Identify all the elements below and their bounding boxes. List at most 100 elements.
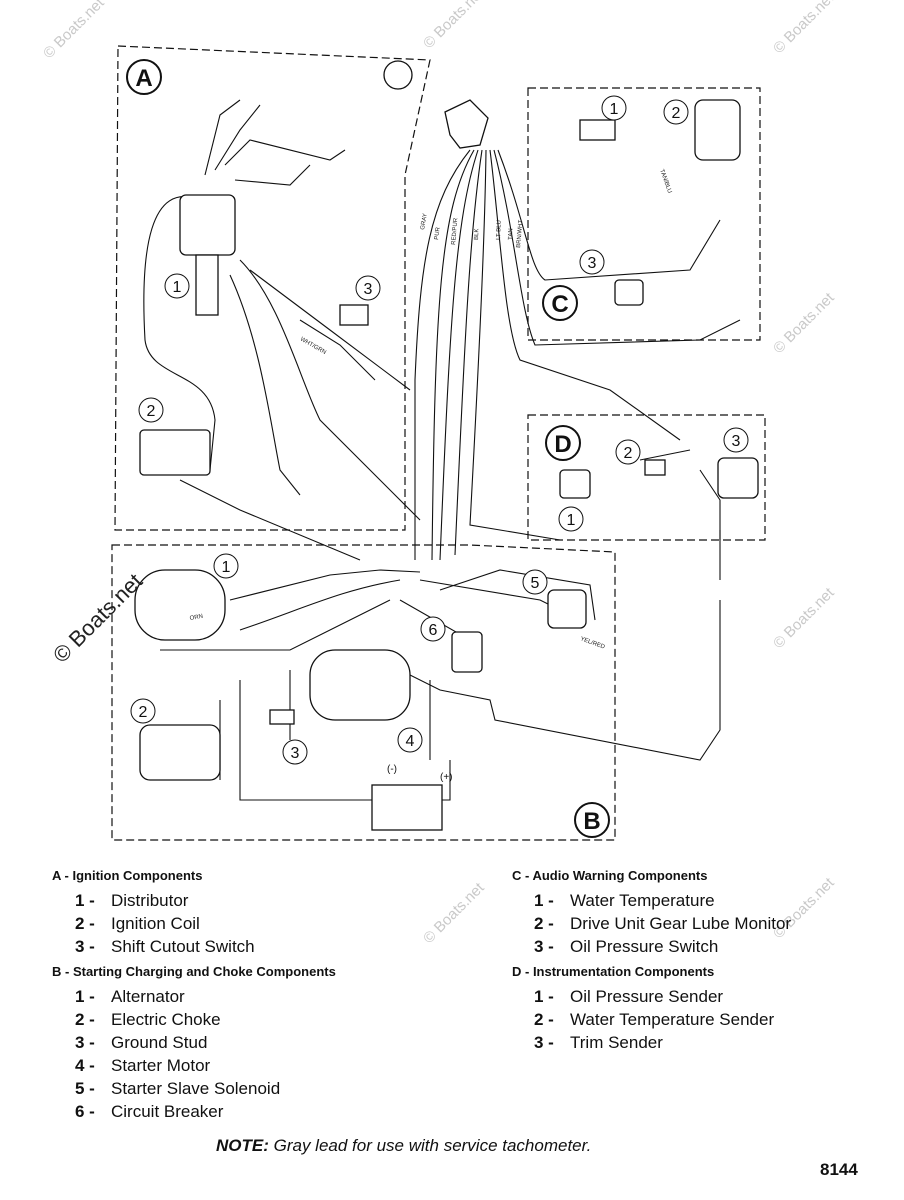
wire-label-red-pur: RED/PUR bbox=[451, 217, 459, 245]
wire-label-blk: BLK bbox=[474, 229, 480, 241]
item-label: Shift Cutout Switch bbox=[111, 937, 255, 956]
oil-pressure-switch-shape bbox=[614, 279, 644, 306]
service-note: NOTE: Gray lead for use with service tac… bbox=[216, 1136, 591, 1156]
oil-pressure-sender-shape bbox=[559, 469, 591, 499]
section-d-item-2: 2 -Water Temperature Sender bbox=[534, 1010, 774, 1030]
section-b-item-6: 6 - Circuit Breaker bbox=[75, 1102, 223, 1122]
watermark: © Boats.net bbox=[420, 879, 488, 948]
section-c-item-2: 2 - Drive Unit Gear Lube Monitor bbox=[534, 914, 791, 934]
wire-label-lt-blu: LT BLU bbox=[496, 220, 503, 240]
section-b-item-2: 2 - Electric Choke bbox=[75, 1010, 221, 1030]
figure-number: 8144 bbox=[820, 1160, 858, 1179]
circuit-breaker-shape bbox=[451, 631, 483, 673]
alternator-shape bbox=[134, 569, 226, 641]
callout-d3: 3 bbox=[732, 433, 741, 450]
item-num: 3 - bbox=[75, 1033, 95, 1052]
callout-b2: 2 bbox=[139, 704, 148, 721]
callout-b1: 1 bbox=[222, 559, 231, 576]
section-b-item-4: 4 - Starter Motor bbox=[75, 1056, 210, 1076]
item-num: 1 - bbox=[75, 987, 95, 1006]
section-d-badge: D bbox=[554, 431, 571, 458]
note-text: Gray lead for use with service tachomete… bbox=[268, 1136, 592, 1155]
wire-label-wht-grn: WHT/GRN bbox=[299, 337, 327, 357]
section-b-item-3: 3 - Ground Stud bbox=[75, 1033, 207, 1053]
section-c-boundary bbox=[527, 87, 761, 341]
section-a-boundary bbox=[114, 45, 431, 531]
water-temp-switch-shape bbox=[579, 119, 616, 141]
section-c-item-3: 3 - Oil Pressure Switch bbox=[534, 937, 718, 957]
callout-a3: 3 bbox=[364, 281, 373, 298]
item-label: Ground Stud bbox=[111, 1033, 208, 1052]
starter-motor-shape bbox=[309, 649, 411, 721]
item-label: Electric Choke bbox=[111, 1010, 221, 1029]
item-num: 4 - bbox=[75, 1056, 95, 1075]
item-label: Starter Motor bbox=[111, 1056, 211, 1075]
item-label: Ignition Coil bbox=[111, 914, 200, 933]
section-a-badge: A bbox=[135, 65, 152, 92]
item-num: 2 - bbox=[75, 914, 95, 933]
wire-label-gray: GRAY bbox=[420, 213, 429, 230]
battery-shape bbox=[371, 784, 443, 831]
callout-d1: 1 bbox=[567, 512, 576, 529]
callout-a1: 1 bbox=[173, 279, 182, 296]
trim-sender-shape bbox=[717, 457, 759, 499]
section-c-title: C - Audio Warning Components bbox=[512, 868, 708, 883]
water-temp-sender-shape bbox=[644, 459, 666, 476]
section-b-item-5: 5 - Starter Slave Solenoid bbox=[75, 1079, 280, 1099]
wire-label-yel-red: YEL/RED bbox=[579, 636, 606, 651]
section-c-item-1: 1 -Water Temperature bbox=[534, 891, 715, 911]
item-num: 2 - bbox=[534, 914, 554, 933]
section-d-item-3: 3 -Trim Sender bbox=[534, 1033, 663, 1053]
item-num: 3 - bbox=[534, 937, 554, 956]
item-num: 3 - bbox=[534, 1033, 554, 1052]
section-a-item-1: 1 - Distributor bbox=[75, 891, 188, 911]
distributor-shape bbox=[179, 194, 236, 256]
item-num: 3 - bbox=[75, 937, 95, 956]
item-label: Oil Pressure Switch bbox=[570, 937, 719, 956]
section-d-boundary bbox=[527, 414, 766, 541]
callout-b4: 4 bbox=[406, 733, 415, 750]
ground-stud-shape bbox=[269, 709, 295, 725]
item-num: 6 - bbox=[75, 1102, 95, 1121]
wire-label-brn-wht: BRN/WHT bbox=[516, 219, 524, 248]
item-label: Drive Unit Gear Lube Monitor bbox=[570, 914, 792, 933]
callout-a2: 2 bbox=[147, 403, 156, 420]
section-c-badge: C bbox=[551, 291, 568, 318]
item-label: Oil Pressure Sender bbox=[570, 987, 724, 1006]
item-num: 1 - bbox=[75, 891, 95, 910]
wire-label-orn: ORN bbox=[189, 614, 203, 622]
harness-plug bbox=[444, 99, 489, 149]
callout-b5: 5 bbox=[531, 575, 540, 592]
callout-c1: 1 bbox=[610, 101, 619, 118]
callout-b3: 3 bbox=[291, 745, 300, 762]
battery-negative-label: (-) bbox=[387, 764, 397, 775]
section-a-title: A - Ignition Components bbox=[52, 868, 203, 883]
callout-b6: 6 bbox=[429, 622, 438, 639]
gear-lube-monitor-shape bbox=[694, 99, 741, 161]
item-label: Circuit Breaker bbox=[111, 1102, 224, 1121]
distributor-shaft bbox=[195, 254, 219, 316]
item-num: 5 - bbox=[75, 1079, 95, 1098]
slave-solenoid-shape bbox=[547, 589, 587, 629]
electric-choke-shape bbox=[139, 724, 221, 781]
item-num: 1 - bbox=[534, 987, 554, 1006]
callout-d2: 2 bbox=[624, 445, 633, 462]
item-label: Alternator bbox=[111, 987, 185, 1006]
connector-pin-diagram bbox=[383, 60, 413, 90]
item-label: Distributor bbox=[111, 891, 189, 910]
item-label: Water Temperature Sender bbox=[570, 1010, 775, 1029]
section-a-item-2: 2 - Ignition Coil bbox=[75, 914, 200, 934]
section-a-item-3: 3 - Shift Cutout Switch bbox=[75, 937, 255, 957]
item-num: 1 - bbox=[534, 891, 554, 910]
section-b-title: B - Starting Charging and Choke Componen… bbox=[52, 964, 336, 979]
shift-cutout-shape bbox=[339, 304, 369, 326]
note-prefix: NOTE: bbox=[216, 1136, 269, 1155]
callout-c3: 3 bbox=[588, 255, 597, 272]
item-label: Starter Slave Solenoid bbox=[111, 1079, 281, 1098]
battery-positive-label: (+) bbox=[440, 772, 453, 783]
wire-label-pur: PUR bbox=[434, 226, 442, 240]
item-num: 2 - bbox=[75, 1010, 95, 1029]
ignition-coil-shape bbox=[139, 429, 211, 476]
section-d-title: D - Instrumentation Components bbox=[512, 964, 715, 979]
callout-c2: 2 bbox=[672, 105, 681, 122]
